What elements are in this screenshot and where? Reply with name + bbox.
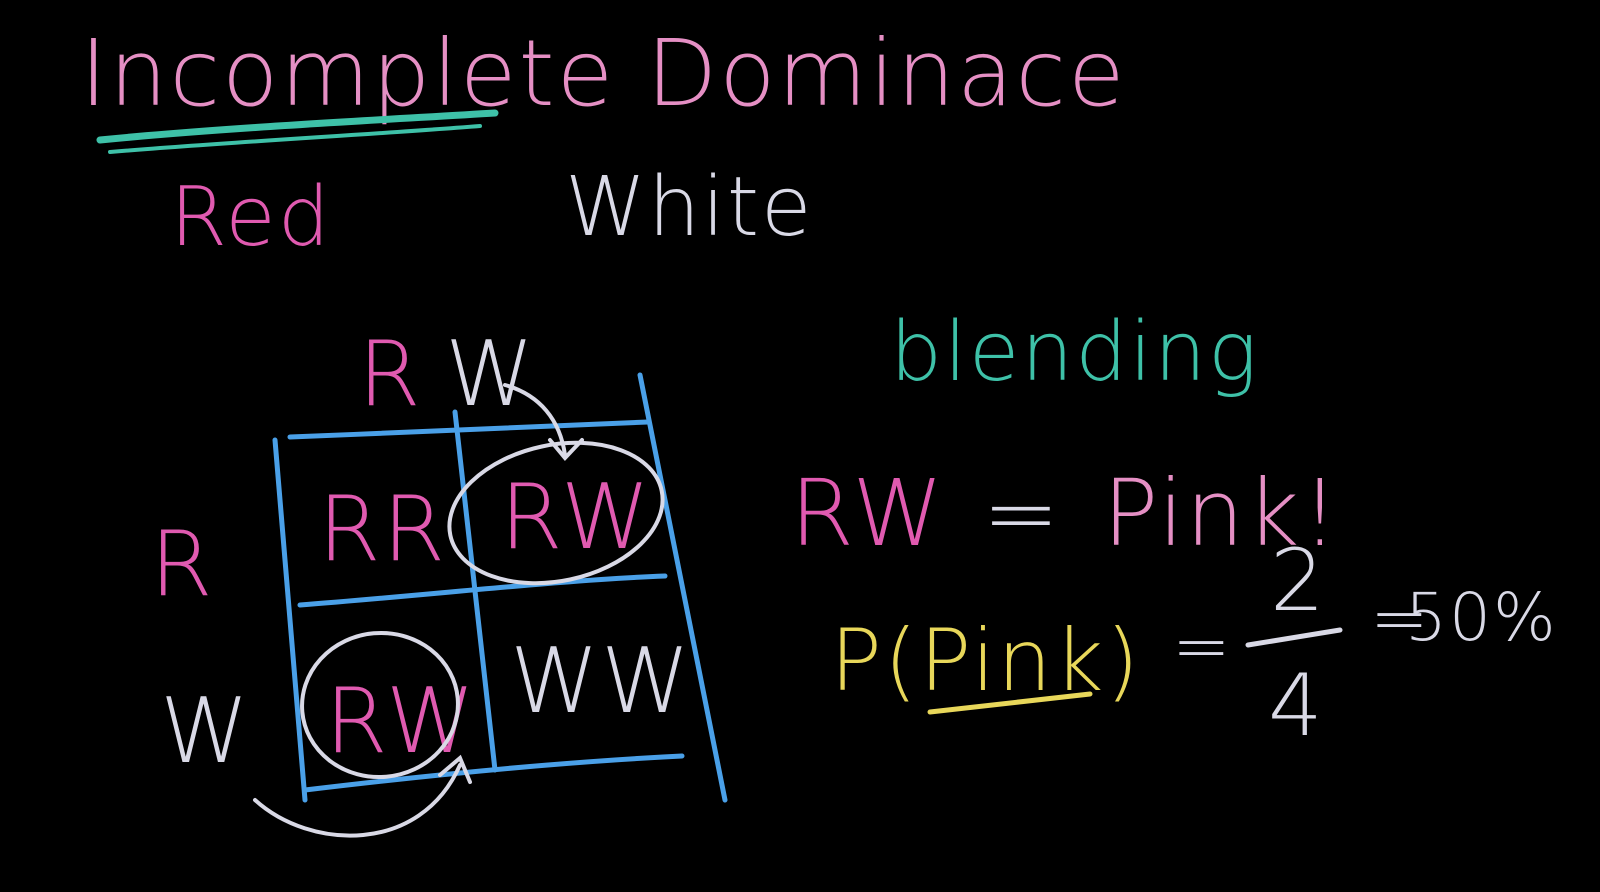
- result-phenotype: Pink!: [1103, 460, 1340, 567]
- page-title: Incomplete Dominace: [80, 20, 1127, 127]
- probability-denominator: 4: [1268, 656, 1325, 756]
- punnett-grid: [272, 372, 728, 803]
- title-underline: [96, 109, 499, 144]
- punnett-cell-rr: RR: [318, 477, 447, 582]
- probability-lhs: P(Pink): [830, 611, 1141, 711]
- annotation-marks: [253, 383, 665, 838]
- probability-percent: 50%: [1405, 579, 1558, 656]
- result-line: RW = Pink!: [790, 460, 1340, 567]
- allele-red-label: Red: [170, 170, 332, 265]
- probability-equals: =: [1172, 605, 1233, 687]
- punnett-cell-rw-top-text: RW: [500, 465, 652, 570]
- punnett-top-label-r: R: [358, 322, 423, 427]
- punnett-side-label-r: R: [150, 512, 215, 617]
- punnett-cell-rw-top: RW: [500, 465, 652, 570]
- result-equals: =: [982, 460, 1061, 567]
- punnett-side-label-w: W: [160, 679, 251, 784]
- probability-equals-2: =: [1370, 577, 1431, 659]
- fraction-bar: [1245, 627, 1343, 648]
- probability-underline: [927, 691, 1093, 715]
- blending-note: blending: [890, 305, 1259, 400]
- probability-numerator: 2: [1270, 531, 1327, 631]
- punnett-cell-ww: WW: [510, 629, 692, 734]
- punnett-cell-rw-bottom-text: RW: [325, 669, 477, 774]
- result-genotype: RW: [790, 460, 945, 567]
- punnett-top-label-w: W: [445, 322, 536, 427]
- title-underline-2: [108, 124, 482, 154]
- allele-white-label: White: [565, 160, 813, 255]
- punnett-cell-rw-bottom: RW: [325, 669, 477, 774]
